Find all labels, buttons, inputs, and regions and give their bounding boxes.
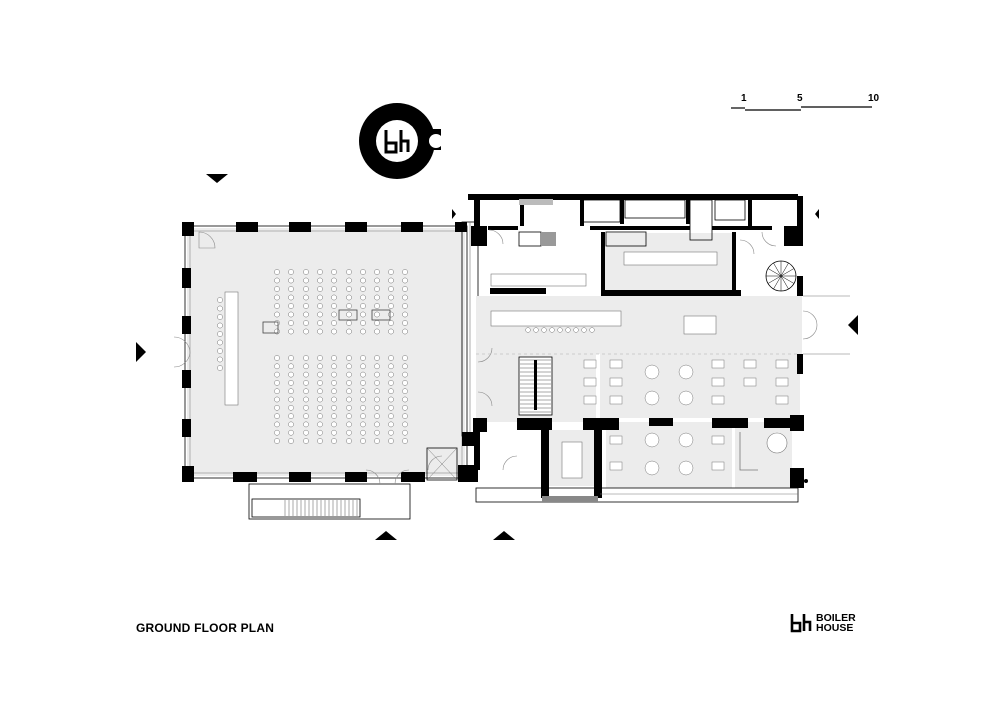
bh-monogram-icon	[790, 614, 812, 633]
bh-emblem-icon	[359, 103, 443, 179]
brand-logo: BOILER HOUSE	[790, 613, 856, 633]
seating-rows	[217, 269, 408, 444]
scale-tick-10: 10	[868, 93, 880, 104]
main-hall	[173, 222, 468, 482]
spiral-stair-icon	[765, 260, 797, 292]
dining-area	[583, 359, 789, 476]
scale-tick-5: 5	[797, 93, 803, 104]
brand-line-1: BOILER	[816, 612, 856, 624]
stair	[518, 356, 553, 416]
restaurant-wing	[468, 194, 850, 503]
entrance-ramp	[248, 469, 411, 520]
triangle-arrow-icon	[136, 174, 858, 540]
scale-bar: 1 5 10	[731, 93, 880, 111]
plan-title: GROUND FLOOR PLAN	[136, 621, 275, 635]
brand-line-2: HOUSE	[816, 622, 854, 634]
scale-tick-1: 1	[741, 93, 747, 104]
